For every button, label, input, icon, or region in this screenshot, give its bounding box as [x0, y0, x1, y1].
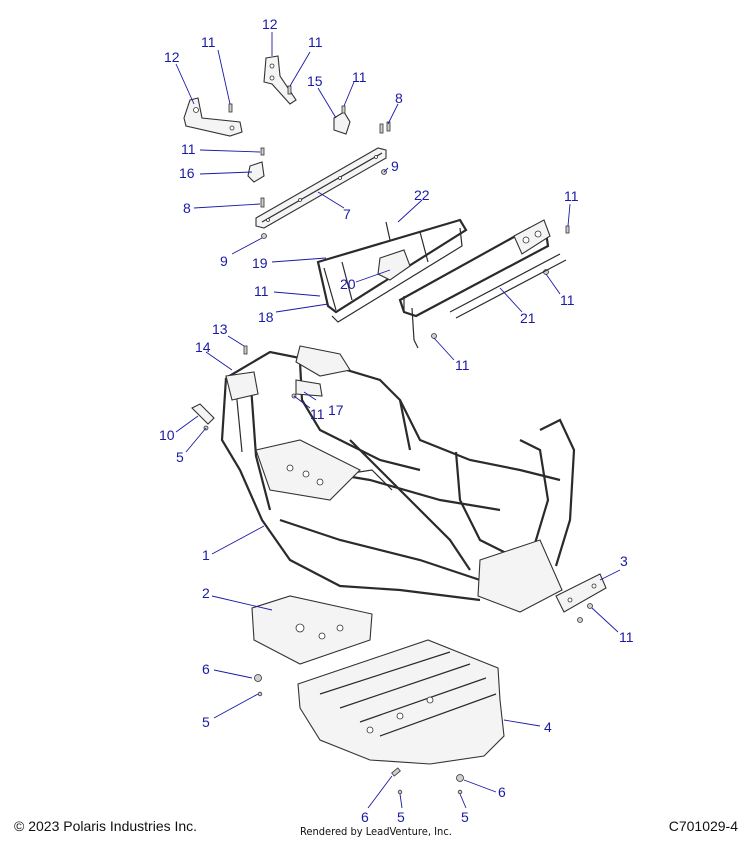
part-12-left-bracket: [183, 97, 243, 137]
part-2-skid-plate: [251, 595, 373, 665]
rendered-by-text: Rendered by LeadVenture, Inc.: [300, 825, 452, 838]
callout-2: 2: [202, 585, 210, 601]
callout-11: 11: [310, 406, 325, 422]
part-21-rack: [398, 219, 567, 349]
part-4-skid-plate: [297, 639, 505, 765]
callout-11: 11: [352, 69, 367, 85]
diagram-id: C701029-4: [668, 818, 738, 834]
part-15-bracket: [333, 111, 351, 135]
callout-11: 11: [308, 34, 323, 50]
part-20-subframe: [316, 218, 468, 323]
callout-6: 6: [202, 661, 210, 677]
copyright-text: © 2023 Polaris Industries Inc.: [14, 818, 198, 834]
callout-5: 5: [202, 714, 210, 730]
part-12-top-bracket: [263, 55, 297, 105]
callout-22: 22: [414, 187, 430, 203]
callout-8: 8: [183, 200, 191, 216]
callout-11: 11: [619, 629, 634, 645]
callout-3: 3: [620, 553, 628, 569]
callout-11: 11: [181, 141, 196, 157]
callout-11: 11: [201, 34, 216, 50]
callout-21: 21: [520, 310, 536, 326]
callout-12-top: 12: [262, 16, 278, 32]
callout-11: 11: [560, 292, 575, 308]
callout-labels: 12 11 12 11 15 11 8 11 9 16 8 7 22 11 9 …: [159, 16, 634, 825]
hardware-bolts: [203, 85, 593, 795]
part-3-plate: [555, 573, 607, 613]
callout-9: 9: [220, 253, 228, 269]
callout-6: 6: [361, 809, 369, 825]
callout-6: 6: [498, 784, 506, 800]
callout-12-left: 12: [164, 49, 180, 65]
callout-20: 20: [340, 276, 356, 292]
callout-5: 5: [176, 449, 184, 465]
callout-15: 15: [307, 73, 323, 89]
part-7-rail: [255, 147, 387, 229]
callout-13: 13: [212, 321, 228, 337]
callout-10: 10: [159, 427, 175, 443]
part-1-main-frame: [220, 345, 576, 613]
callout-5: 5: [397, 809, 405, 825]
callout-7: 7: [343, 206, 351, 222]
callout-9: 9: [391, 158, 399, 174]
part-10-bracket: [191, 403, 215, 425]
part-16-bracket: [247, 161, 265, 183]
callout-16: 16: [179, 165, 195, 181]
callout-14: 14: [195, 339, 211, 355]
callout-4: 4: [544, 719, 552, 735]
callout-11: 11: [455, 357, 470, 373]
leader-lines: [175, 32, 621, 809]
callout-18: 18: [258, 309, 274, 325]
callout-11: 11: [564, 188, 579, 204]
callout-1: 1: [202, 547, 210, 563]
callout-19: 19: [252, 255, 268, 271]
callout-17: 17: [328, 402, 344, 418]
callout-8: 8: [395, 90, 403, 106]
callout-11: 11: [254, 283, 269, 299]
callout-5: 5: [461, 809, 469, 825]
